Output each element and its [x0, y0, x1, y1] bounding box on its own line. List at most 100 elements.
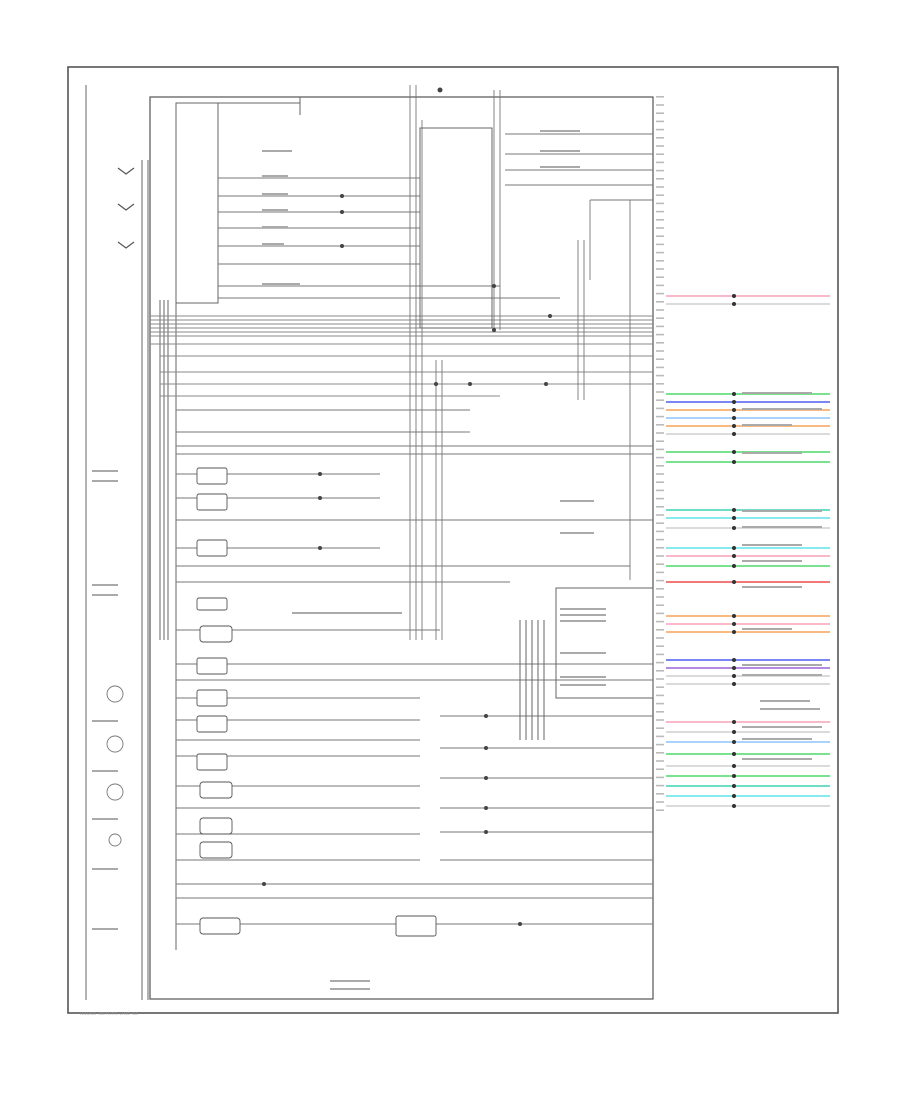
connector-pin: [656, 604, 664, 606]
connector-pin: [656, 96, 664, 98]
connector-pin: [656, 711, 664, 713]
connector-pin: [656, 670, 664, 672]
connector-pin: [656, 752, 664, 754]
left-bus: [85, 85, 177, 1000]
right-submodule: [419, 127, 654, 740]
connector-pin: [656, 678, 664, 680]
connector-pin: [656, 374, 664, 377]
connector-pin: [656, 325, 664, 328]
connector-pin: [656, 358, 664, 360]
connector-pin: [656, 719, 664, 721]
connector-pin: [656, 465, 664, 467]
mid-signal-lines: [176, 409, 653, 925]
diagram-border: [67, 66, 839, 1014]
wire-terminal: [732, 720, 736, 724]
connector-pin: [656, 743, 664, 746]
wire-terminal: [732, 450, 736, 454]
connector-pin: [656, 407, 664, 410]
wire-terminal: [732, 630, 736, 634]
connector-pin: [656, 227, 664, 229]
connector-pin: [656, 415, 664, 418]
wire-terminal: [732, 432, 736, 436]
connector-pin: [656, 210, 664, 213]
wire-terminal: [732, 666, 736, 670]
wire-terminal: [732, 674, 736, 678]
wire-terminal: [732, 294, 736, 298]
connector-pin: [656, 301, 664, 303]
connector-pin: [656, 350, 664, 352]
connector-pin: [656, 317, 664, 319]
upper-signal-lines: [218, 133, 653, 299]
connector-pin: [656, 735, 664, 738]
connector-pin: [656, 342, 664, 344]
connector-pin: [656, 793, 664, 795]
wire-terminal: [732, 804, 736, 808]
footer-caption: HOUSE METERS LINE 1A: [80, 1011, 139, 1016]
wire-terminal: [732, 740, 736, 744]
connector-pin: [656, 424, 664, 426]
connector-pin: [656, 489, 664, 492]
connector-pin: [656, 153, 664, 155]
wire-terminal: [732, 622, 736, 626]
connector-pin: [656, 251, 664, 254]
connector-pin: [656, 481, 664, 483]
wire-terminal: [732, 614, 736, 618]
connector-pin: [656, 555, 664, 557]
connector-pin: [656, 276, 664, 278]
connector-pin: [656, 702, 664, 705]
connector-pin-column: [656, 96, 664, 811]
wire-terminal: [732, 508, 736, 512]
connector-pin: [656, 694, 664, 697]
connector-pin: [656, 620, 664, 623]
connector-pin: [656, 178, 664, 180]
connector-pin: [656, 112, 664, 114]
connector-pin: [656, 538, 664, 541]
connector-pin: [656, 186, 664, 188]
connector-pin: [656, 596, 664, 598]
connector-pin: [656, 391, 664, 393]
connector-pin: [656, 243, 664, 246]
connector-pin: [656, 629, 664, 631]
connector-pin: [656, 137, 664, 139]
connector-pin: [656, 161, 664, 164]
wire-terminal: [732, 546, 736, 550]
connector-pin: [656, 219, 664, 221]
connector-pin: [656, 645, 664, 647]
vertical-trunks: [409, 85, 631, 640]
connector-pin: [656, 202, 664, 205]
wire-terminal: [732, 774, 736, 778]
wire-terminal: [732, 580, 736, 584]
wire-terminal: [732, 460, 736, 464]
connector-pin: [656, 333, 664, 336]
wire-terminal: [732, 784, 736, 788]
connector-pin: [656, 760, 664, 762]
connector-pin: [656, 399, 664, 401]
connector-pin: [656, 309, 664, 311]
connector-pin: [656, 514, 664, 516]
connector-pin: [656, 776, 664, 779]
connector-pin: [656, 571, 664, 574]
wire-terminal: [732, 752, 736, 756]
wire-terminal: [732, 516, 736, 520]
connector-pin: [656, 522, 664, 524]
connector-pin: [656, 235, 664, 237]
right-label-marks: [742, 392, 822, 760]
wire-terminal: [732, 424, 736, 428]
wire-terminal: [732, 408, 736, 412]
wire-terminal: [732, 554, 736, 558]
connector-pin: [656, 661, 664, 664]
connector-pin: [656, 768, 664, 770]
connector-pin: [656, 169, 664, 172]
connector-pin: [656, 686, 664, 688]
connector-pin: [656, 809, 664, 811]
connector-pin: [656, 268, 664, 270]
wire-terminal: [732, 658, 736, 662]
connector-pin: [656, 473, 664, 475]
connector-pin: [656, 383, 664, 385]
tiny-label-marks: [92, 130, 606, 990]
connector-pin: [656, 145, 664, 147]
wire-terminal: [732, 730, 736, 734]
connector-pin: [656, 547, 664, 549]
wire-terminal: [732, 302, 736, 306]
